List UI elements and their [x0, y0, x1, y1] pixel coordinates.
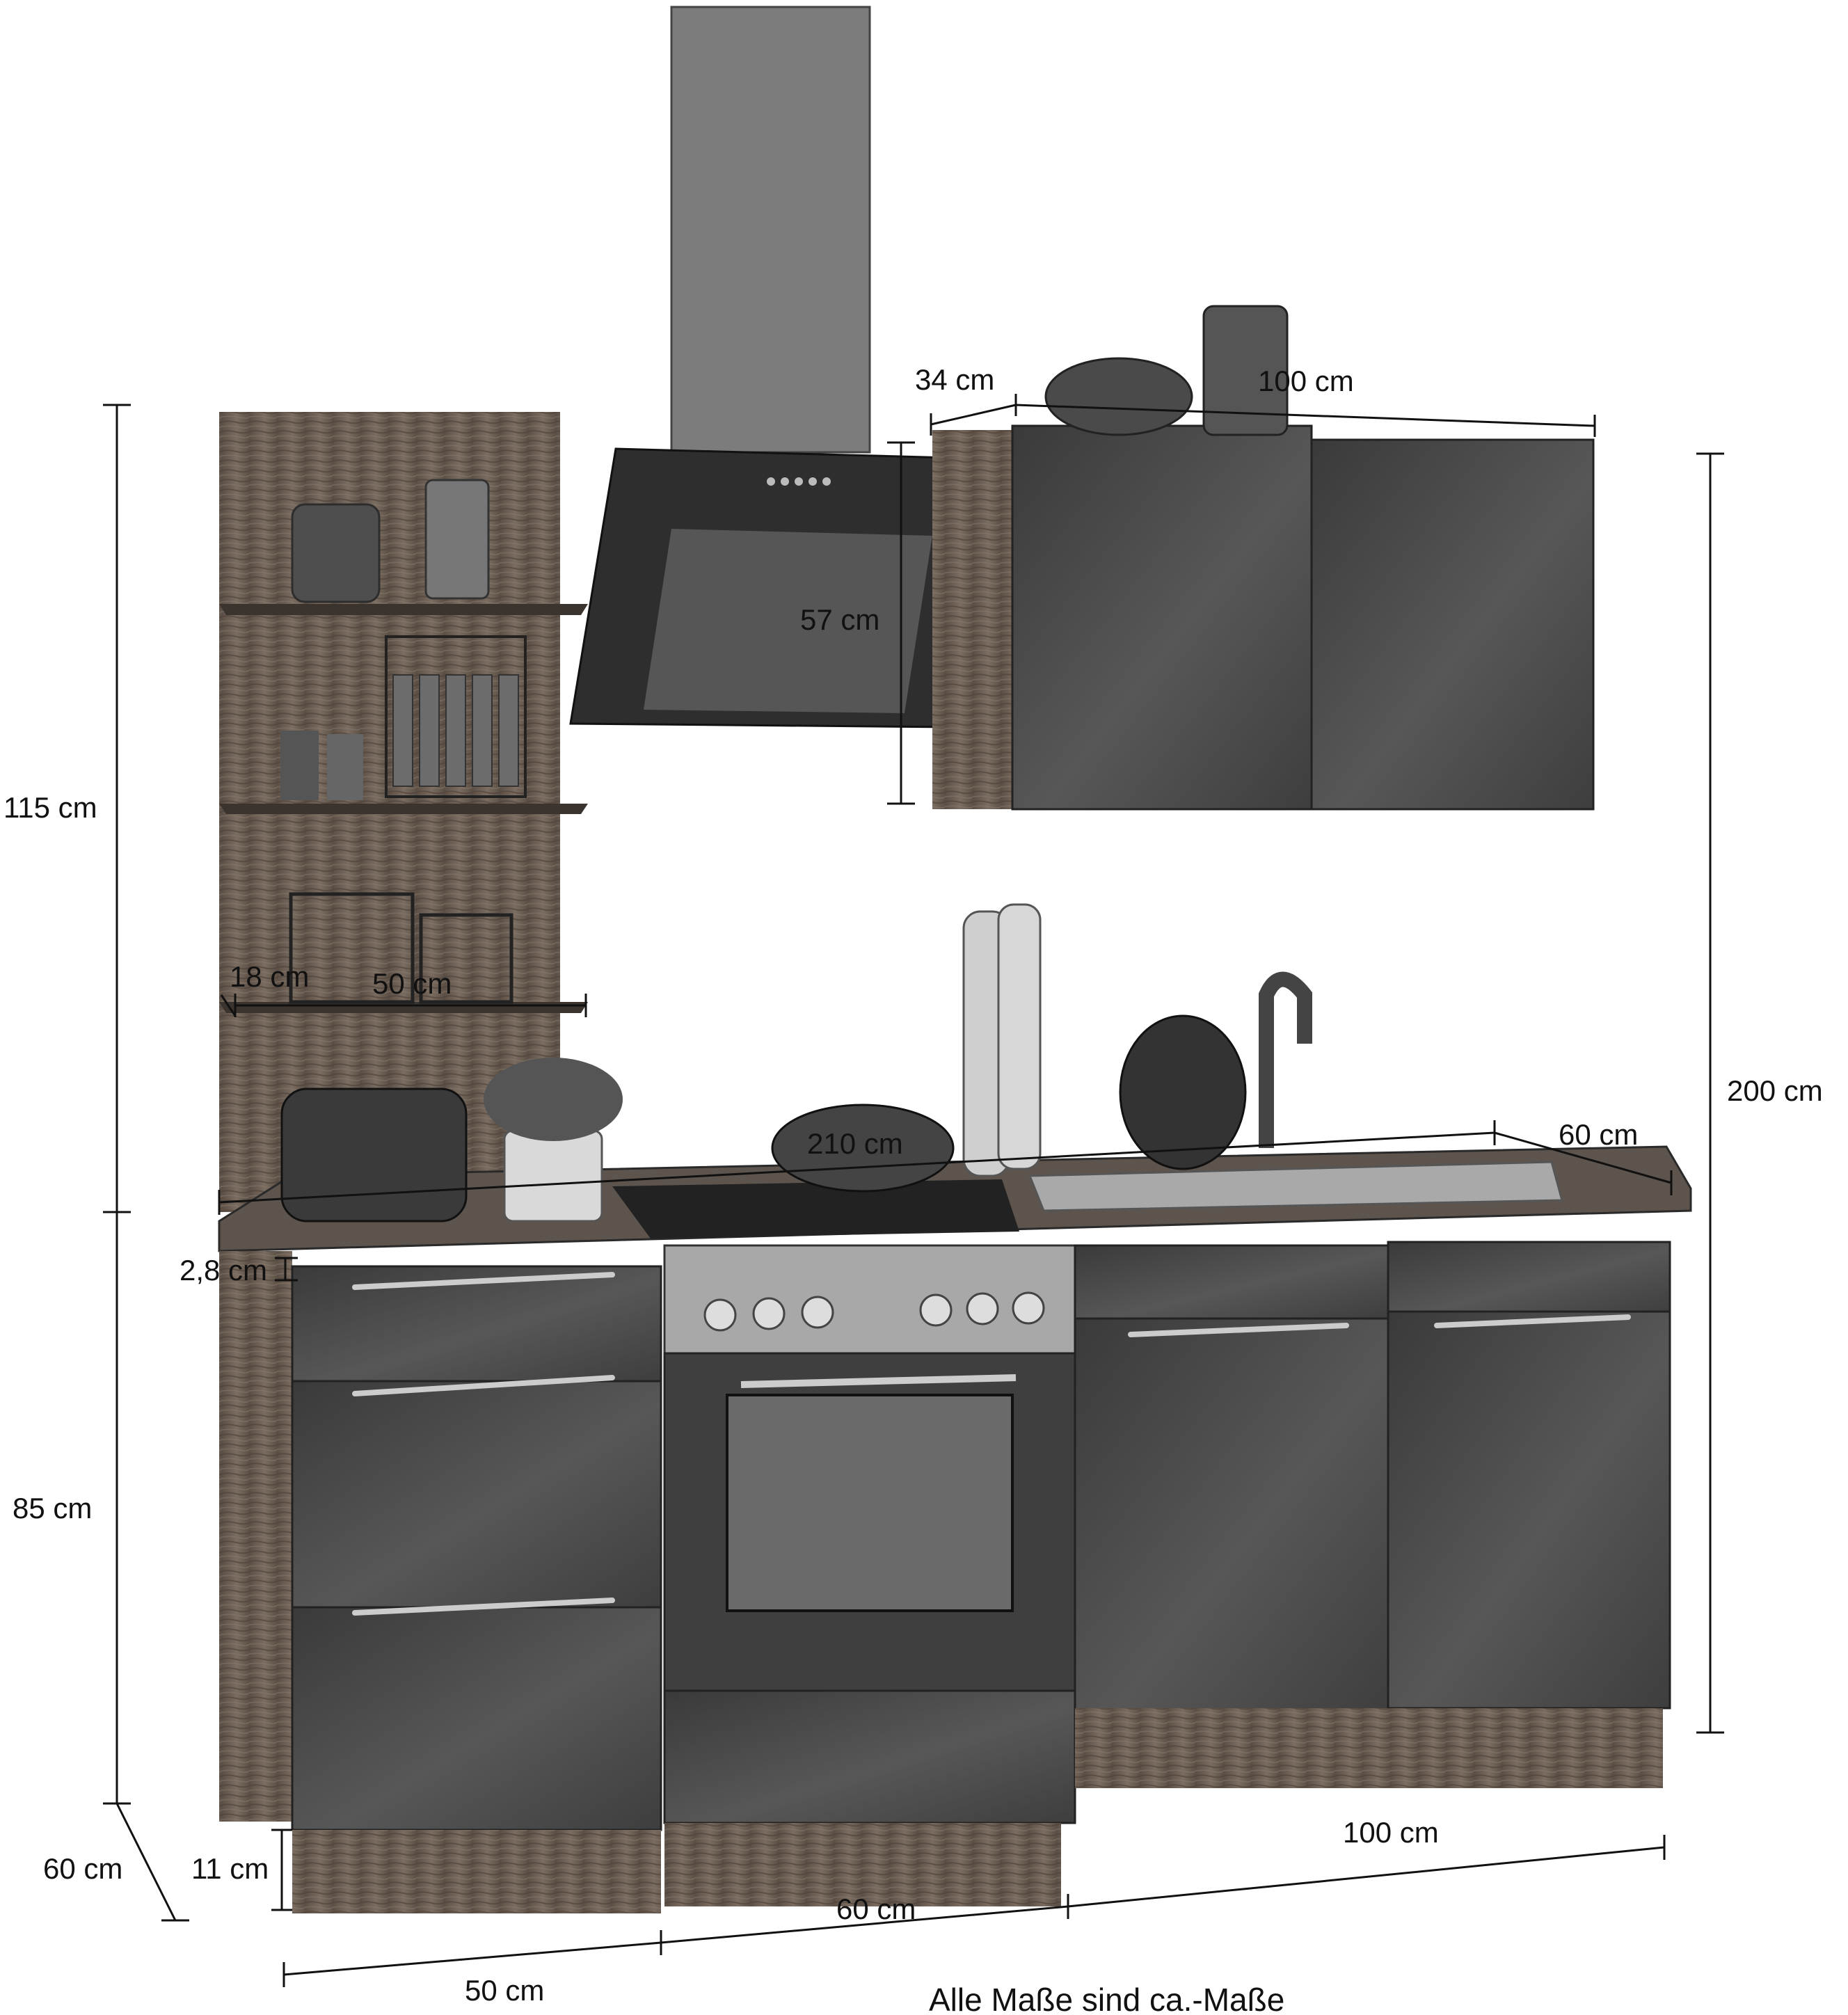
spice-rack	[385, 635, 527, 798]
label-wall-depth: 34 cm	[915, 363, 994, 396]
label-shelf-depth: 18 cm	[230, 960, 309, 993]
oven-drawer	[663, 1689, 1076, 1824]
label-hood-height: 57 cm	[800, 603, 879, 636]
sink-door-left	[1074, 1317, 1389, 1723]
plant-leaves	[484, 1058, 623, 1141]
dimension-labels: 115 cm 85 cm 60 cm 11 cm 18 cm 50 cm 2,8…	[3, 363, 1823, 2015]
small-jar	[327, 734, 363, 800]
label-shelf-width: 50 cm	[372, 967, 452, 1000]
drawer-front-middle	[291, 1380, 662, 1609]
label-depth: 60 cm	[43, 1852, 122, 1885]
oven-knobs	[703, 1291, 1045, 1332]
wall-cabinet-door-left	[1011, 424, 1313, 811]
plinth-right	[1075, 1708, 1663, 1788]
hood-inner	[644, 529, 932, 713]
sink	[1028, 1161, 1563, 1212]
extractor-hood	[569, 6, 1003, 728]
plinth-middle	[664, 1823, 1061, 1906]
label-wall-width: 100 cm	[1258, 365, 1354, 397]
hood-chimney	[670, 6, 871, 454]
shelf-board-top	[219, 604, 588, 615]
label-plinth: 11 cm	[191, 1852, 269, 1885]
shelf-board-middle	[219, 804, 588, 814]
label-total-height: 200 cm	[1727, 1074, 1823, 1107]
storage-tin	[1202, 305, 1289, 436]
dish-plates	[1119, 1014, 1247, 1170]
label-worktop-depth: 60 cm	[1559, 1118, 1638, 1151]
wall-cabinet	[932, 305, 1595, 811]
sink-fascia-left	[1074, 1244, 1389, 1320]
plinth-left	[292, 1830, 661, 1913]
door-handles	[1128, 1314, 1631, 1337]
approximate-dimensions-note: Alle Maße sind ca.-Maße	[929, 1982, 1284, 2015]
oven-control-panel	[663, 1244, 1076, 1355]
drawer-front-bottom	[291, 1606, 662, 1831]
label-base-oven-width: 60 cm	[836, 1893, 916, 1925]
sink-fascia-right	[1387, 1241, 1671, 1316]
drawer-handles	[352, 1272, 615, 1616]
coffee-maker	[424, 479, 490, 600]
label-base-height: 85 cm	[13, 1492, 92, 1524]
cooktop	[612, 1179, 1019, 1239]
small-jar	[280, 731, 319, 800]
shelf-unit	[219, 412, 588, 1212]
spice-bottles	[392, 674, 519, 787]
lantern-box	[419, 913, 513, 1004]
label-total-width: 210 cm	[807, 1127, 903, 1160]
dimension-lines	[103, 394, 1724, 1987]
worktop	[218, 903, 1692, 1252]
toaster	[280, 1088, 468, 1222]
label-worktop-thickness: 2,8 cm	[180, 1254, 267, 1287]
lantern-box	[289, 892, 415, 1004]
plant-pot	[503, 1129, 603, 1222]
label-base-right-width: 100 cm	[1343, 1816, 1439, 1849]
label-tall-height: 115 cm	[3, 791, 97, 824]
glass-jar	[291, 503, 381, 603]
hood-buttons	[767, 477, 831, 486]
sink-door-right	[1387, 1310, 1671, 1710]
oven-window	[726, 1394, 1014, 1612]
salt-mill	[997, 903, 1042, 1170]
oven-handle	[740, 1374, 1017, 1388]
wall-cabinet-door-right	[1310, 438, 1595, 811]
base-side-panel	[219, 1251, 292, 1822]
faucet	[1259, 971, 1312, 1148]
base-cabinets	[219, 1241, 1671, 1913]
storage-tin	[1044, 357, 1193, 436]
wall-cabinet-side	[932, 430, 1012, 809]
label-base-left-width: 50 cm	[465, 1974, 544, 2007]
